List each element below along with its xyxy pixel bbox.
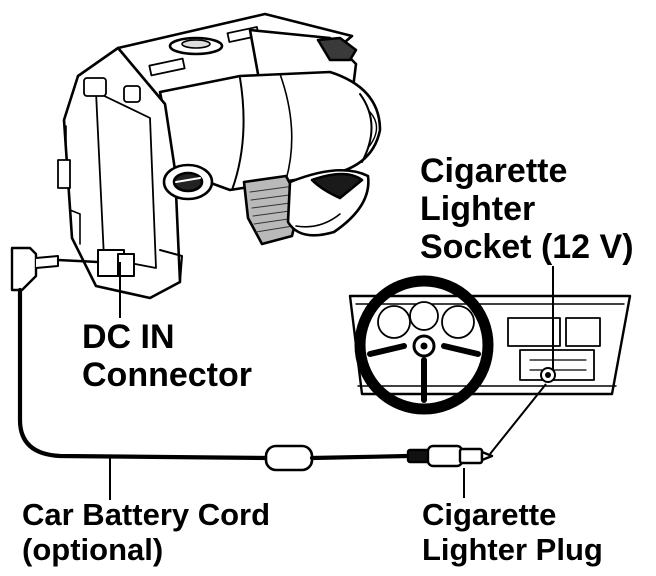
label-cord-line1: Car Battery Cord bbox=[22, 497, 271, 532]
dc-plug bbox=[10, 246, 38, 292]
car-battery-cord bbox=[10, 246, 494, 472]
label-cigarette-lighter-socket: Cigarette Lighter Socket (12 V) bbox=[420, 152, 634, 266]
ferrite-core bbox=[264, 444, 314, 472]
label-socket-line2: Lighter bbox=[420, 190, 536, 229]
label-dc-in-connector: DC IN Connector bbox=[82, 318, 252, 394]
label-dc-in-line2: Connector bbox=[82, 356, 252, 395]
label-cigarette-lighter-plug: Cigarette Lighter Plug bbox=[422, 497, 603, 567]
callout-lines bbox=[109, 262, 554, 500]
lighter-plug bbox=[406, 444, 494, 468]
car-dashboard-illustration bbox=[348, 275, 632, 415]
camcorder-illustration bbox=[57, 12, 382, 300]
label-plug-line2: Lighter Plug bbox=[422, 531, 603, 567]
label-socket-line3: Socket (12 V) bbox=[420, 228, 634, 267]
label-dc-in-line1: DC IN bbox=[82, 318, 175, 356]
steering-wheel bbox=[354, 275, 494, 415]
label-car-battery-cord: Car Battery Cord (optional) bbox=[22, 497, 271, 567]
label-plug-line1: Cigarette bbox=[422, 497, 557, 532]
label-cord-line2: (optional) bbox=[22, 531, 164, 567]
label-socket-line1: Cigarette bbox=[420, 152, 568, 190]
